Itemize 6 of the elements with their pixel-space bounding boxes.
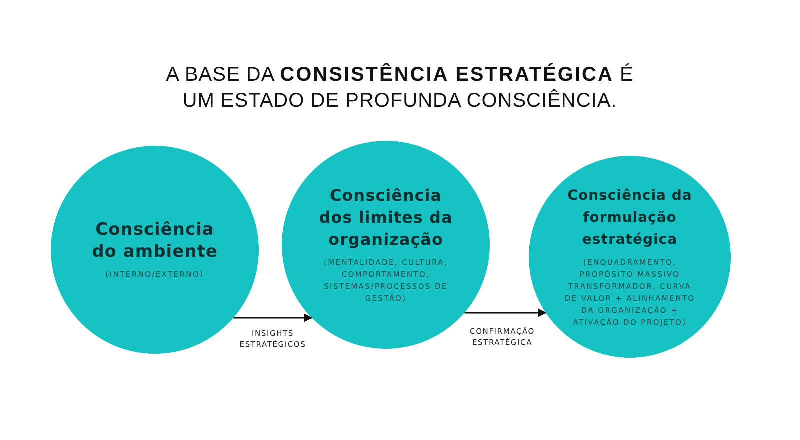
node-heading: Consciência da formulação estratégica bbox=[568, 187, 692, 250]
node-heading: Consciência dos limites da organização bbox=[318, 185, 454, 251]
arrow bbox=[234, 314, 313, 322]
arrow bbox=[464, 308, 547, 318]
node-heading: Consciência do ambiente bbox=[91, 219, 219, 263]
title: A BASE DA CONSISTÊNCIA ESTRATÉGICA É UM ESTADO DE PROFUNDA CONSCIÊNCIA. bbox=[165, 62, 635, 114]
